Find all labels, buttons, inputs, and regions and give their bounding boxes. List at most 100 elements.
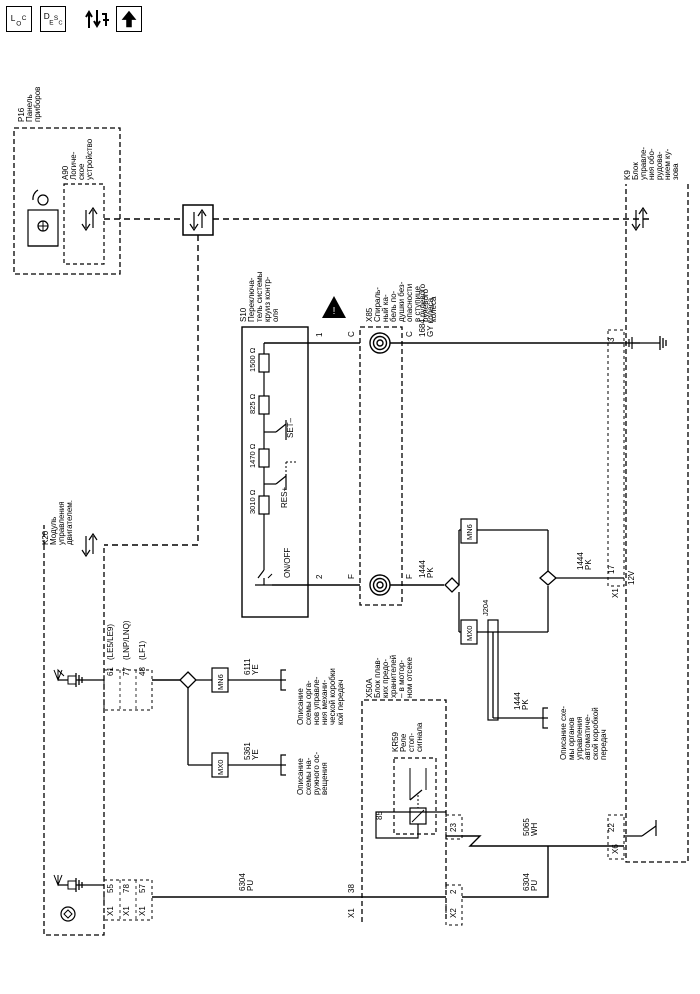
x85-id: X85 xyxy=(365,307,374,322)
desc1-line3: нов управле- xyxy=(312,676,321,725)
wire-5065-color: WH xyxy=(530,822,539,836)
kr59-label: KR59 Реле стоп- сигнала xyxy=(391,722,424,752)
splice-mn6-left-label: MN6 xyxy=(216,674,225,690)
schematic-link-icon[interactable] xyxy=(84,6,110,32)
k9-x1: X1 xyxy=(611,588,620,598)
desc3-line4: автоматиче- xyxy=(583,714,592,760)
a90-id: A90 xyxy=(61,165,70,180)
k20-pin78: 78 xyxy=(122,884,131,893)
k20-option-le5: (LE5/LE9) xyxy=(106,624,115,660)
k9-line2: управле- xyxy=(639,147,648,180)
splice-diamond-k20 xyxy=(179,671,197,689)
resistor-825 xyxy=(258,395,270,415)
k20-line3: двигателем. xyxy=(65,500,74,545)
desc3-line5: ской коробкой xyxy=(591,707,600,760)
kr59-relay-box xyxy=(393,757,437,835)
desc-letter-c: C xyxy=(59,21,63,27)
onoff-label: ON/OFF xyxy=(283,548,292,578)
desc-letter-e: E xyxy=(49,20,54,27)
splice-diamond-right xyxy=(539,570,557,586)
loc-letter-l: L xyxy=(11,13,16,23)
desc-button[interactable]: D E S C xyxy=(40,6,66,32)
desc1-line5: ческой коробки xyxy=(328,668,337,725)
up-arrow-icon[interactable] xyxy=(116,6,142,32)
k20-id: K20 xyxy=(41,530,50,545)
splice-mn6-top xyxy=(460,518,478,544)
k20-x1b: X1 xyxy=(122,906,131,916)
onoff-switch-icon xyxy=(255,560,360,586)
clockspring-f-icon xyxy=(369,574,391,596)
x50a-line5: ном отсеке xyxy=(405,657,414,698)
s10-pin1: 1 xyxy=(315,332,324,337)
s10-line2: тель системы xyxy=(255,271,264,322)
description-2[interactable]: Описание схемы на- ружного ос- вещения xyxy=(296,751,329,795)
serial-data-gateway-icon xyxy=(182,204,214,236)
description-1[interactable]: Описание схемы орга- нов управле- ния ме… xyxy=(296,668,345,725)
loc-button[interactable]: L O C xyxy=(6,6,32,32)
k20-data-arrows-icon xyxy=(81,532,98,558)
a90-line1: Логиче- xyxy=(69,151,78,180)
x85-line3: бель по- xyxy=(389,290,398,322)
splice-mx0-left-label: MX0 xyxy=(216,760,225,775)
x85-line8: колеса xyxy=(429,296,438,322)
k9-x6-connector xyxy=(607,814,625,860)
p16-id: P16 xyxy=(17,107,26,122)
x85-line2: ный ка- xyxy=(381,294,390,322)
k20-pin61: 61 xyxy=(106,667,115,676)
x85-line7: рулевого xyxy=(421,288,430,322)
instrument-cluster-icon xyxy=(27,189,59,247)
set-switch-icon xyxy=(264,420,287,440)
j204-label: J204 xyxy=(481,600,490,616)
desc2-line3: ружного ос- xyxy=(312,751,321,795)
k20-pin55: 55 xyxy=(106,884,115,893)
s10-line1: Переключа- xyxy=(247,277,256,322)
wire-6304b-color: PU xyxy=(530,880,539,891)
k20-connector-upper xyxy=(103,669,153,711)
kr59-id: KR59 xyxy=(391,731,400,752)
toolbar: L O C D E S C xyxy=(0,0,160,40)
resistor-1470 xyxy=(258,448,270,468)
k9-switch-icon xyxy=(624,820,657,837)
k20-line2: управления xyxy=(57,501,66,545)
wiring-diagram: P16 Панель приборов A90 Логиче- ское уст… xyxy=(0,40,700,994)
desc1-line4: ния механи- xyxy=(320,680,329,725)
s10-line4: оля xyxy=(271,309,280,322)
desc3-line1: Описание схе- xyxy=(559,706,568,760)
wire-5065-num: 5065 xyxy=(522,818,531,836)
k9-x1-connector xyxy=(607,329,625,587)
desc2-line1: Описание xyxy=(296,758,305,795)
k9-line6: зова xyxy=(671,163,680,180)
x85-line5: опасности xyxy=(405,284,414,322)
wire-1444b-color: PK xyxy=(584,559,593,570)
wire-1444a-color: PK xyxy=(426,567,435,578)
desc2-line2: схемы на- xyxy=(304,757,313,795)
k9-line4: рудова- xyxy=(655,151,664,180)
k20-pin48: 48 xyxy=(138,667,147,676)
k20-option-lnp: (LNP/LNQ) xyxy=(122,620,131,660)
k20-box xyxy=(43,545,105,936)
res-switch-icon xyxy=(264,461,296,490)
diagram-svg: P16 Панель приборов A90 Логиче- ское уст… xyxy=(13,87,689,936)
x50a-x2: X2 xyxy=(449,908,458,918)
splice-mn6-top-label: MN6 xyxy=(465,524,474,540)
a90-line2: ское xyxy=(77,163,86,180)
s10-label: S10 Переключа- тель системы круиз контр-… xyxy=(239,271,280,322)
description-3[interactable]: Описание схе- мы органов управления авто… xyxy=(559,706,608,760)
k9-box xyxy=(625,184,689,863)
k9-ground-icon xyxy=(625,337,640,349)
k20-line1: Модуль xyxy=(49,517,58,545)
x85-line1: Спираль- xyxy=(373,287,382,322)
wire-6304a-num: 6304 xyxy=(238,873,247,891)
desc-letter-d: D xyxy=(44,11,50,21)
kr59-line1: Реле xyxy=(399,733,408,752)
wire-5065 xyxy=(462,835,624,847)
k9-line5: нием ку- xyxy=(663,148,672,180)
s10-pin2: 2 xyxy=(315,574,324,579)
p16-box xyxy=(13,127,121,275)
k9-x6: X6 xyxy=(611,844,620,854)
splice-diamond-left xyxy=(444,577,460,593)
k20-connector-lower xyxy=(103,879,153,921)
j204-block xyxy=(487,619,499,721)
kr59-relay-icon xyxy=(409,768,427,825)
k9-12v: 12V xyxy=(627,570,636,585)
